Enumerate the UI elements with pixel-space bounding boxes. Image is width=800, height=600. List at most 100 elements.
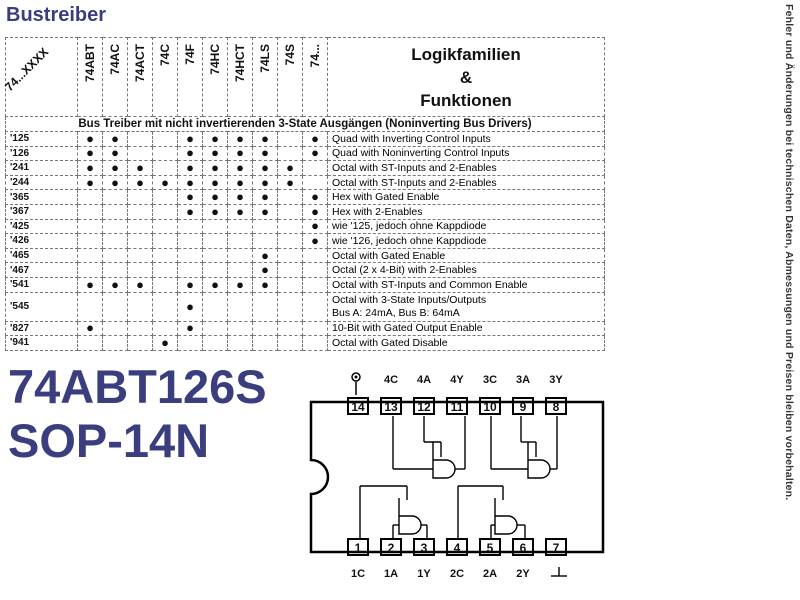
- empty-cell: [202, 218, 228, 235]
- table-row: '541●●●●●●●Octal with ST-Inputs and Comm…: [5, 276, 605, 293]
- table-row: '367●●●●●Hex with 2-Enables: [5, 203, 605, 220]
- empty-cell: [227, 262, 253, 278]
- empty-cell: [277, 247, 303, 264]
- corner-cell: 74...XXXX: [2, 37, 78, 117]
- family-label: 74...: [308, 44, 322, 68]
- support-dot: ●: [202, 160, 228, 176]
- empty-cell: [152, 160, 178, 176]
- family-header: 74S: [277, 37, 303, 117]
- empty-cell: [252, 320, 278, 337]
- description-cell: Octal with ST-Inputs and 2-Enables: [327, 160, 605, 176]
- empty-cell: [152, 189, 178, 205]
- heading-line-2: &: [459, 67, 473, 87]
- empty-cell: [252, 233, 278, 249]
- description-line: Octal with Gated Enable: [332, 249, 446, 262]
- support-dot: ●: [227, 203, 253, 220]
- bottom-pin: 5: [479, 538, 501, 556]
- support-dot: ●: [302, 189, 328, 205]
- table-row: '244●●●●●●●●●Octal with ST-Inputs and 2-…: [5, 174, 605, 191]
- empty-cell: [302, 291, 328, 322]
- empty-cell: [302, 320, 328, 337]
- description-line: Quad with Inverting Control Inputs: [332, 132, 491, 145]
- support-dot: ●: [277, 160, 303, 176]
- support-dot: ●: [152, 174, 178, 191]
- family-label: 74LS: [258, 44, 272, 73]
- bottom-pin: 7: [545, 538, 567, 556]
- family-header: 74LS: [252, 37, 278, 117]
- empty-cell: [127, 203, 153, 220]
- empty-cell: [127, 262, 153, 278]
- description-cell: 10-Bit with Gated Output Enable: [327, 320, 605, 337]
- empty-cell: [102, 189, 128, 205]
- support-dot: ●: [227, 189, 253, 205]
- chip-outline: [309, 372, 605, 577]
- empty-cell: [152, 218, 178, 235]
- empty-cell: [177, 247, 203, 264]
- support-dot: ●: [252, 174, 278, 191]
- top-pin: 12: [413, 397, 435, 415]
- support-dot: ●: [102, 160, 128, 176]
- description-line: Octal with 3-State Inputs/Outputs: [332, 293, 487, 306]
- top-pin-label: 4Y: [450, 374, 464, 386]
- page-title: Bustreiber: [6, 4, 107, 26]
- empty-cell: [127, 247, 153, 264]
- part-cell: '365: [5, 189, 78, 205]
- part-cell: '125: [5, 131, 78, 147]
- empty-cell: [277, 218, 303, 235]
- description-cell: Hex with Gated Enable: [327, 189, 605, 205]
- top-pin-label: 3C: [482, 374, 498, 386]
- bottom-pin: 6: [512, 538, 534, 556]
- empty-cell: [102, 218, 128, 235]
- support-dot: ●: [227, 131, 253, 147]
- top-pin: 13: [380, 397, 402, 415]
- bottom-pin-label: 1A: [383, 568, 399, 580]
- support-dot: ●: [77, 174, 103, 191]
- bottom-pin: 2: [380, 538, 402, 556]
- empty-cell: [152, 145, 178, 162]
- part-cell: '941: [5, 335, 78, 351]
- support-dot: ●: [252, 160, 278, 176]
- table-row: '365●●●●●Hex with Gated Enable: [5, 189, 605, 205]
- support-dot: ●: [227, 160, 253, 176]
- support-dot: ●: [77, 320, 103, 337]
- support-dot: ●: [202, 276, 228, 293]
- empty-cell: [302, 247, 328, 264]
- empty-cell: [302, 276, 328, 293]
- description-cell: Quad with Noninverting Control Inputs: [327, 145, 605, 162]
- description-line: Octal with Gated Disable: [332, 336, 448, 349]
- family-label: 74ACT: [133, 44, 147, 83]
- heading-line-3: Funktionen: [420, 90, 512, 110]
- support-dot: ●: [77, 160, 103, 176]
- table-heading: Logikfamilien & Funktionen: [327, 37, 605, 117]
- empty-cell: [277, 145, 303, 162]
- empty-cell: [277, 335, 303, 351]
- empty-cell: [152, 262, 178, 278]
- family-header: 74AC: [102, 37, 128, 117]
- empty-cell: [177, 262, 203, 278]
- description-line: Quad with Noninverting Control Inputs: [332, 147, 510, 160]
- support-dot: ●: [252, 276, 278, 293]
- support-dot: ●: [202, 189, 228, 205]
- empty-cell: [152, 320, 178, 337]
- empty-cell: [152, 247, 178, 264]
- support-dot: ●: [227, 276, 253, 293]
- table-row: '126●●●●●●●Quad with Noninverting Contro…: [5, 145, 605, 162]
- empty-cell: [77, 233, 103, 249]
- description-cell: Octal with Gated Enable: [327, 247, 605, 264]
- empty-cell: [302, 335, 328, 351]
- support-dot: ●: [302, 145, 328, 162]
- empty-cell: [252, 335, 278, 351]
- table-row: '426●wie '126, jedoch ohne Kappdiode: [5, 233, 605, 249]
- part-cell: '426: [5, 233, 78, 249]
- empty-cell: [77, 335, 103, 351]
- empty-cell: [227, 320, 253, 337]
- description-line: Bus A: 24mA, Bus B: 64mA: [332, 306, 460, 319]
- family-label: 74F: [183, 44, 197, 65]
- support-dot: ●: [252, 131, 278, 147]
- bottom-pin-label: 2A: [482, 568, 498, 580]
- support-dot: ●: [227, 145, 253, 162]
- family-header: 74HC: [202, 37, 228, 117]
- empty-cell: [127, 145, 153, 162]
